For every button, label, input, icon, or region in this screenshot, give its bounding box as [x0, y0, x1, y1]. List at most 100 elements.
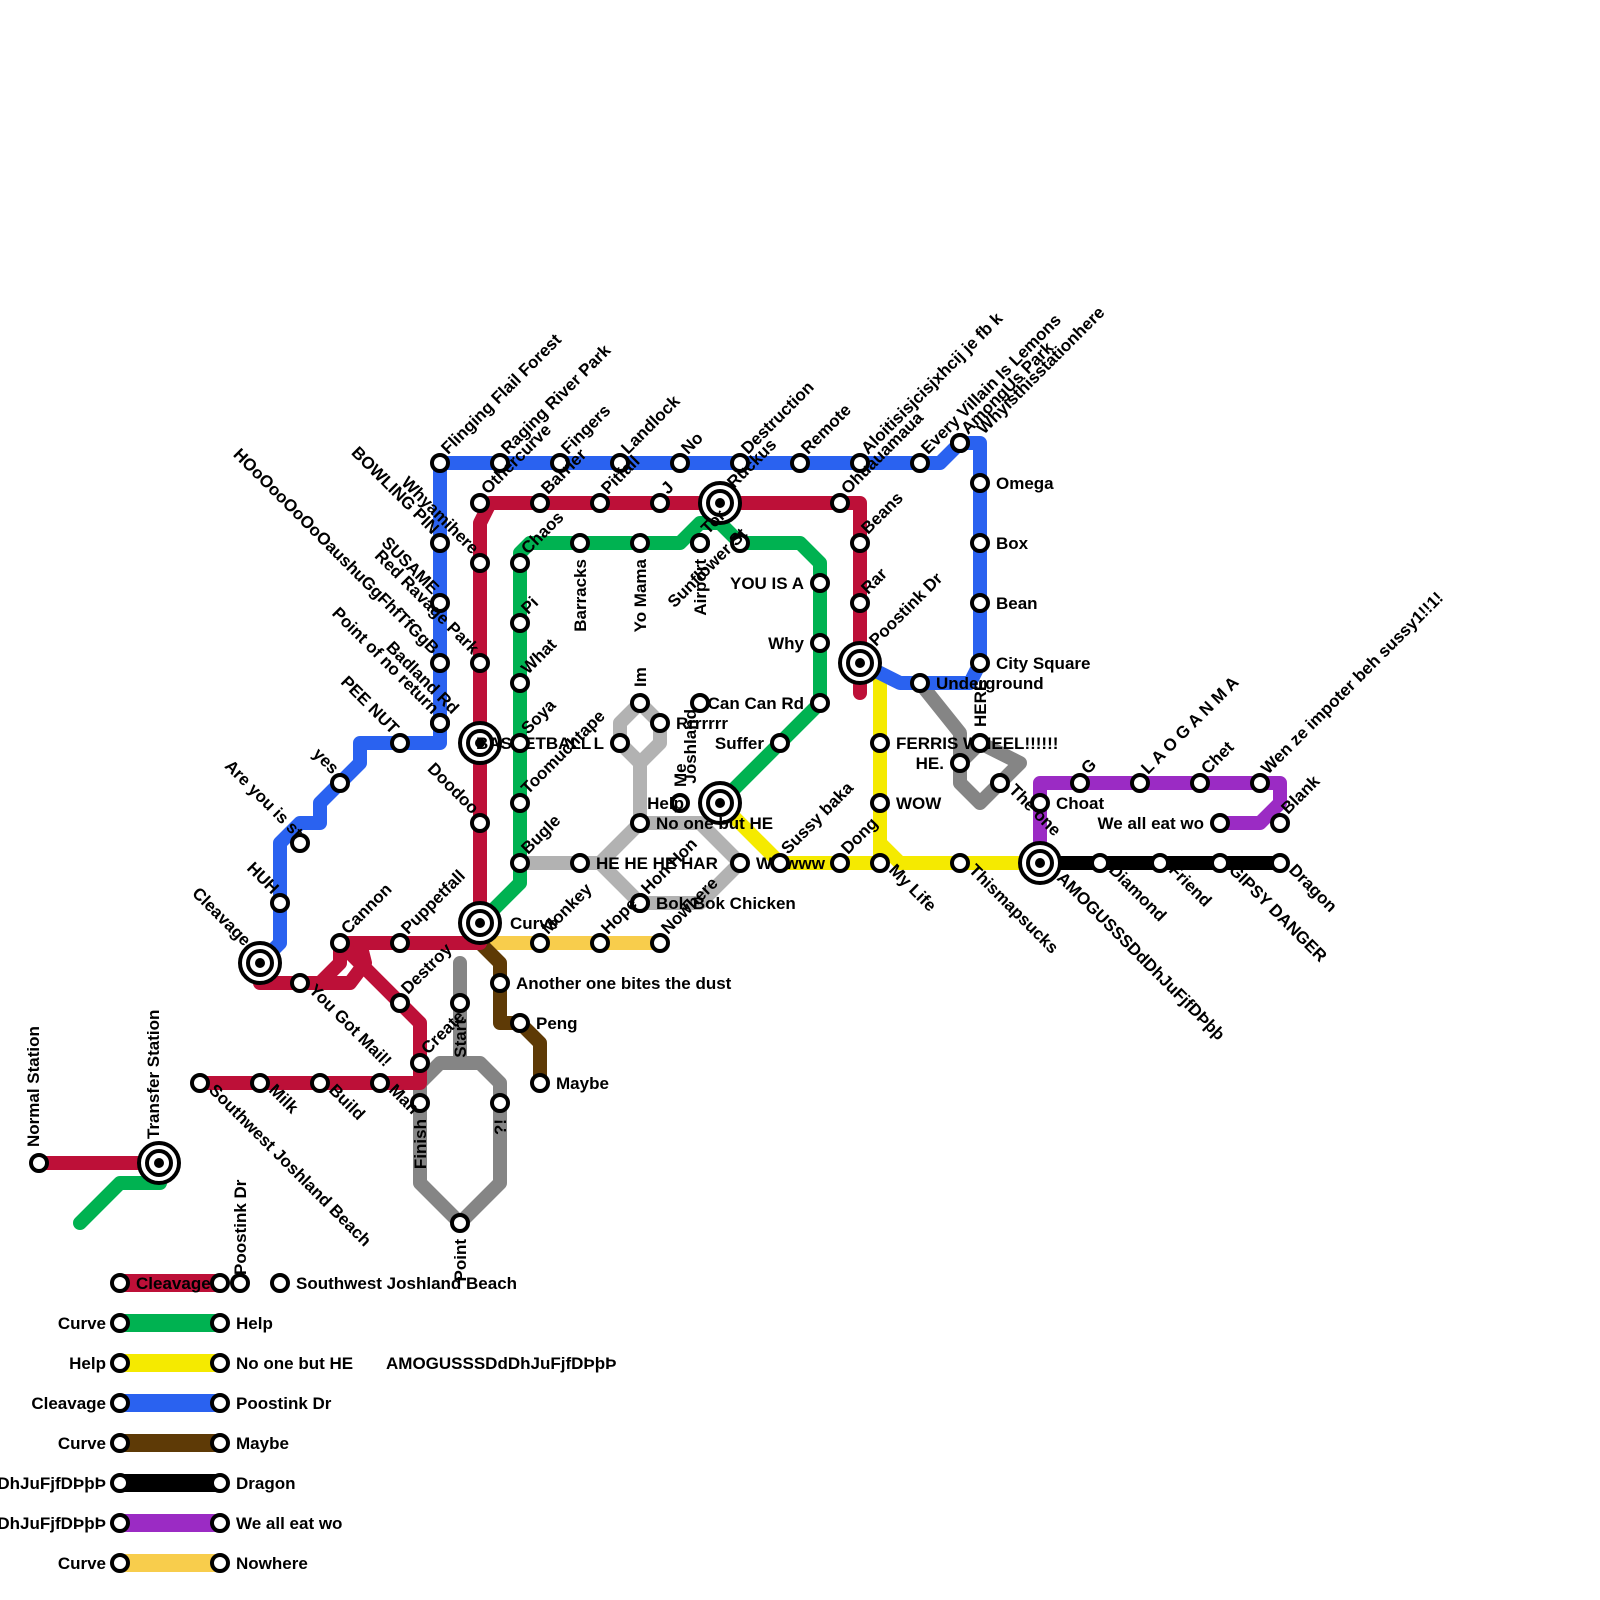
station-marker	[472, 495, 488, 511]
station[interactable]: GIPSY DANGER	[1212, 855, 1331, 966]
station-label: YOU IS A	[730, 574, 804, 593]
station-marker	[952, 435, 968, 451]
station-label: Point	[451, 1239, 470, 1282]
station-label: Box	[996, 534, 1029, 553]
station[interactable]: Barracks	[571, 535, 590, 632]
station[interactable]: Box	[972, 534, 1029, 553]
legend-from-label: Curve	[58, 1314, 106, 1333]
station-label: Suffer	[715, 734, 765, 753]
station-marker	[972, 475, 988, 491]
station-marker	[592, 495, 608, 511]
station-label: L A O G A N M A	[1137, 673, 1242, 778]
transfer-dot	[855, 658, 865, 668]
station-label: Omega	[996, 474, 1054, 493]
station-label: Raging River Park	[497, 340, 614, 457]
station[interactable]: Yo Mama	[631, 535, 650, 632]
station-marker	[1132, 775, 1148, 791]
legend-row: CurveHelp	[58, 1314, 273, 1333]
station[interactable]: Bean	[972, 594, 1038, 613]
legend-station-marker	[112, 1315, 128, 1331]
station-marker	[31, 1155, 47, 1171]
station[interactable]: Suffer	[715, 734, 788, 753]
station[interactable]: L A O G A N M A	[1132, 673, 1243, 791]
station-marker	[912, 455, 928, 471]
station[interactable]: yes	[309, 744, 348, 791]
station-marker	[992, 775, 1008, 791]
legend-from-label: AMOGUSSSDdDhJuFjfDÞþÞ	[0, 1514, 106, 1533]
station[interactable]: Choat	[1032, 794, 1105, 813]
station-marker	[1192, 775, 1208, 791]
station-marker	[812, 695, 828, 711]
station[interactable]: Bok Bok Chicken	[632, 894, 796, 913]
station-marker	[652, 935, 668, 951]
station[interactable]: Start	[451, 995, 470, 1058]
legend-from-label: Cleavage	[136, 1274, 211, 1293]
station-marker	[512, 735, 528, 751]
station[interactable]: We all eat wo	[1098, 814, 1228, 833]
legend-from-label: Help	[69, 1354, 106, 1373]
station-label: ?!	[491, 1119, 510, 1135]
legend: CleavageSouthwest Joshland BeachPoostink…	[0, 1179, 616, 1573]
station[interactable]: Normal Station	[24, 1026, 47, 1171]
station[interactable]: Rrrrrrr	[652, 714, 728, 733]
station-marker	[852, 595, 868, 611]
station-marker	[392, 735, 408, 751]
station-label: Remote	[797, 400, 855, 458]
station-label: Yo Mama	[631, 558, 650, 632]
station[interactable]: Another one bites the dust	[492, 974, 732, 993]
station-marker	[912, 675, 928, 691]
station-marker	[532, 495, 548, 511]
station-marker	[372, 1075, 388, 1091]
station[interactable]: L	[594, 734, 628, 753]
station-marker	[1272, 815, 1288, 831]
legend-station-marker	[272, 1275, 288, 1291]
station-label: Choat	[1056, 794, 1105, 813]
station-label: Fingers	[557, 401, 614, 458]
station[interactable]: City Square	[972, 654, 1090, 673]
legend-mid-label: Poostink Dr	[231, 1179, 250, 1275]
station-marker	[192, 1075, 208, 1091]
transfer-dot	[154, 1158, 164, 1168]
legend-station-marker	[232, 1275, 248, 1291]
station[interactable]: Im	[631, 667, 650, 711]
station-marker	[672, 455, 688, 471]
station-label: WOW	[896, 794, 942, 813]
station-marker	[252, 1075, 268, 1091]
station[interactable]: Omega	[972, 474, 1054, 493]
station[interactable]: Wen ze impoter beh sussy1!!1!	[1252, 588, 1447, 791]
station-label: Another one bites the dust	[516, 974, 732, 993]
station[interactable]: HERE	[971, 680, 990, 751]
station-marker	[692, 535, 708, 551]
station[interactable]: WOW	[872, 794, 942, 813]
legend-station-marker	[112, 1515, 128, 1531]
station-marker	[512, 855, 528, 871]
station[interactable]: YOU IS A	[730, 574, 828, 593]
station[interactable]: Peng	[512, 1014, 578, 1033]
station-label: Monkey	[537, 879, 596, 938]
station-marker	[512, 615, 528, 631]
station-marker	[872, 795, 888, 811]
legend-to-label: Nowhere	[236, 1554, 308, 1573]
station-label: Point of no return	[328, 604, 442, 718]
transfer-station[interactable]: Cleavage	[188, 884, 280, 983]
station[interactable]: Maybe	[532, 1074, 609, 1093]
station-label: Barracks	[571, 559, 590, 632]
transfer-station[interactable]: Transfer Station	[139, 1010, 179, 1183]
station[interactable]: Point	[451, 1215, 470, 1282]
station-marker	[632, 535, 648, 551]
station[interactable]: Why	[768, 634, 828, 653]
station[interactable]: Are you is st	[221, 756, 308, 851]
station-marker	[872, 855, 888, 871]
station-marker	[332, 935, 348, 951]
station[interactable]: FERRIS WHEEL!!!!!!	[872, 734, 1058, 753]
station-marker	[832, 495, 848, 511]
station-marker	[492, 975, 508, 991]
station-marker	[432, 455, 448, 471]
station-marker	[832, 855, 848, 871]
legend-station-marker	[112, 1435, 128, 1451]
legend-to-label: Maybe	[236, 1434, 289, 1453]
station-label: HERE	[971, 680, 990, 727]
legend-station-marker	[212, 1395, 228, 1411]
station[interactable]: HE.	[916, 754, 968, 773]
station-label: Rrrrrrr	[676, 714, 728, 733]
